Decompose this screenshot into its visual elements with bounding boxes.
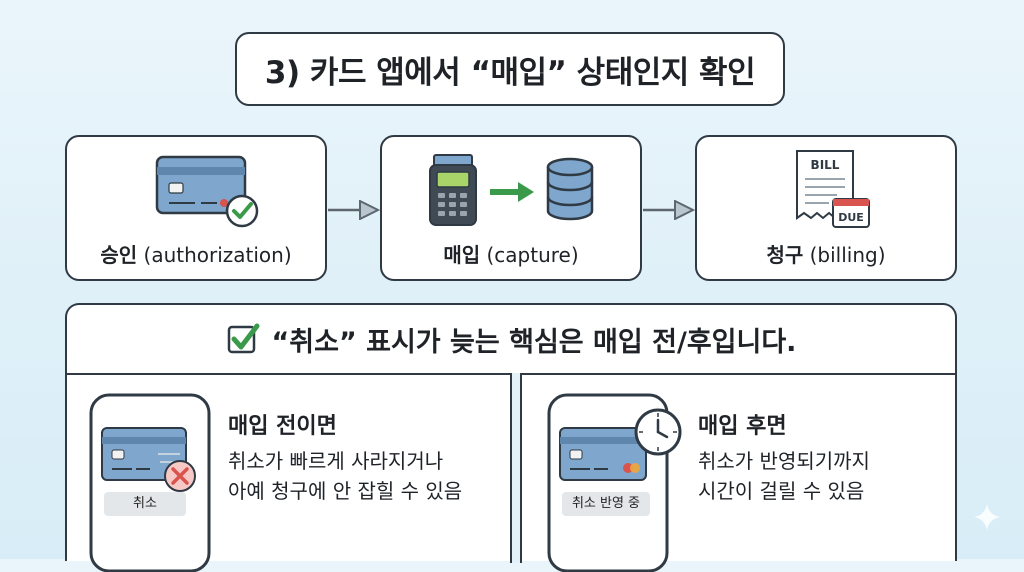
phone-status-label: 취소 <box>104 492 186 516</box>
bill-text: BILL <box>811 158 840 172</box>
sparkle-icon <box>974 504 1000 530</box>
bill-due-icon: BILL DUE <box>796 150 870 228</box>
page-title: 3) 카드 앱에서 “매입” 상태인지 확인 <box>264 54 756 91</box>
step-billing: BILL DUE 청구 (billing) <box>695 135 957 281</box>
headline-text: “취소” 표시가 늦는 핵심은 매입 전/후입니다. <box>271 326 797 358</box>
headline: “취소” 표시가 늦는 핵심은 매입 전/후입니다. <box>65 303 957 375</box>
step-label-capture: 매입 (capture) <box>443 243 579 267</box>
case-description: 취소가 빠르게 사라지거나 아예 청구에 안 잡힐 수 있음 <box>228 449 463 503</box>
page-title-box: 3) 카드 앱에서 “매입” 상태인지 확인 <box>235 32 785 106</box>
step-label-authorization: 승인 (authorization) <box>100 243 292 267</box>
case-title: 매입 후면 <box>698 414 787 439</box>
panel-divider <box>510 373 522 563</box>
phone-card-clock-icon <box>547 393 682 572</box>
due-text: DUE <box>838 211 864 224</box>
phone-status-label: 취소 반영 중 <box>562 492 650 516</box>
case-description: 취소가 반영되기까지 시간이 걸릴 수 있음 <box>698 449 870 503</box>
card-check-icon <box>155 155 259 228</box>
arrow-right-icon <box>328 200 380 220</box>
step-label-billing: 청구 (billing) <box>766 243 886 267</box>
phone-card-cancel-icon <box>89 393 211 572</box>
case-title: 매입 전이면 <box>228 414 337 439</box>
step-authorization: 승인 (authorization) <box>65 135 327 281</box>
arrow-right-icon <box>643 200 695 220</box>
checkbox-checked-icon <box>227 323 260 354</box>
step-capture: 매입 (capture) <box>380 135 642 281</box>
terminal-to-database-icon <box>429 154 594 226</box>
